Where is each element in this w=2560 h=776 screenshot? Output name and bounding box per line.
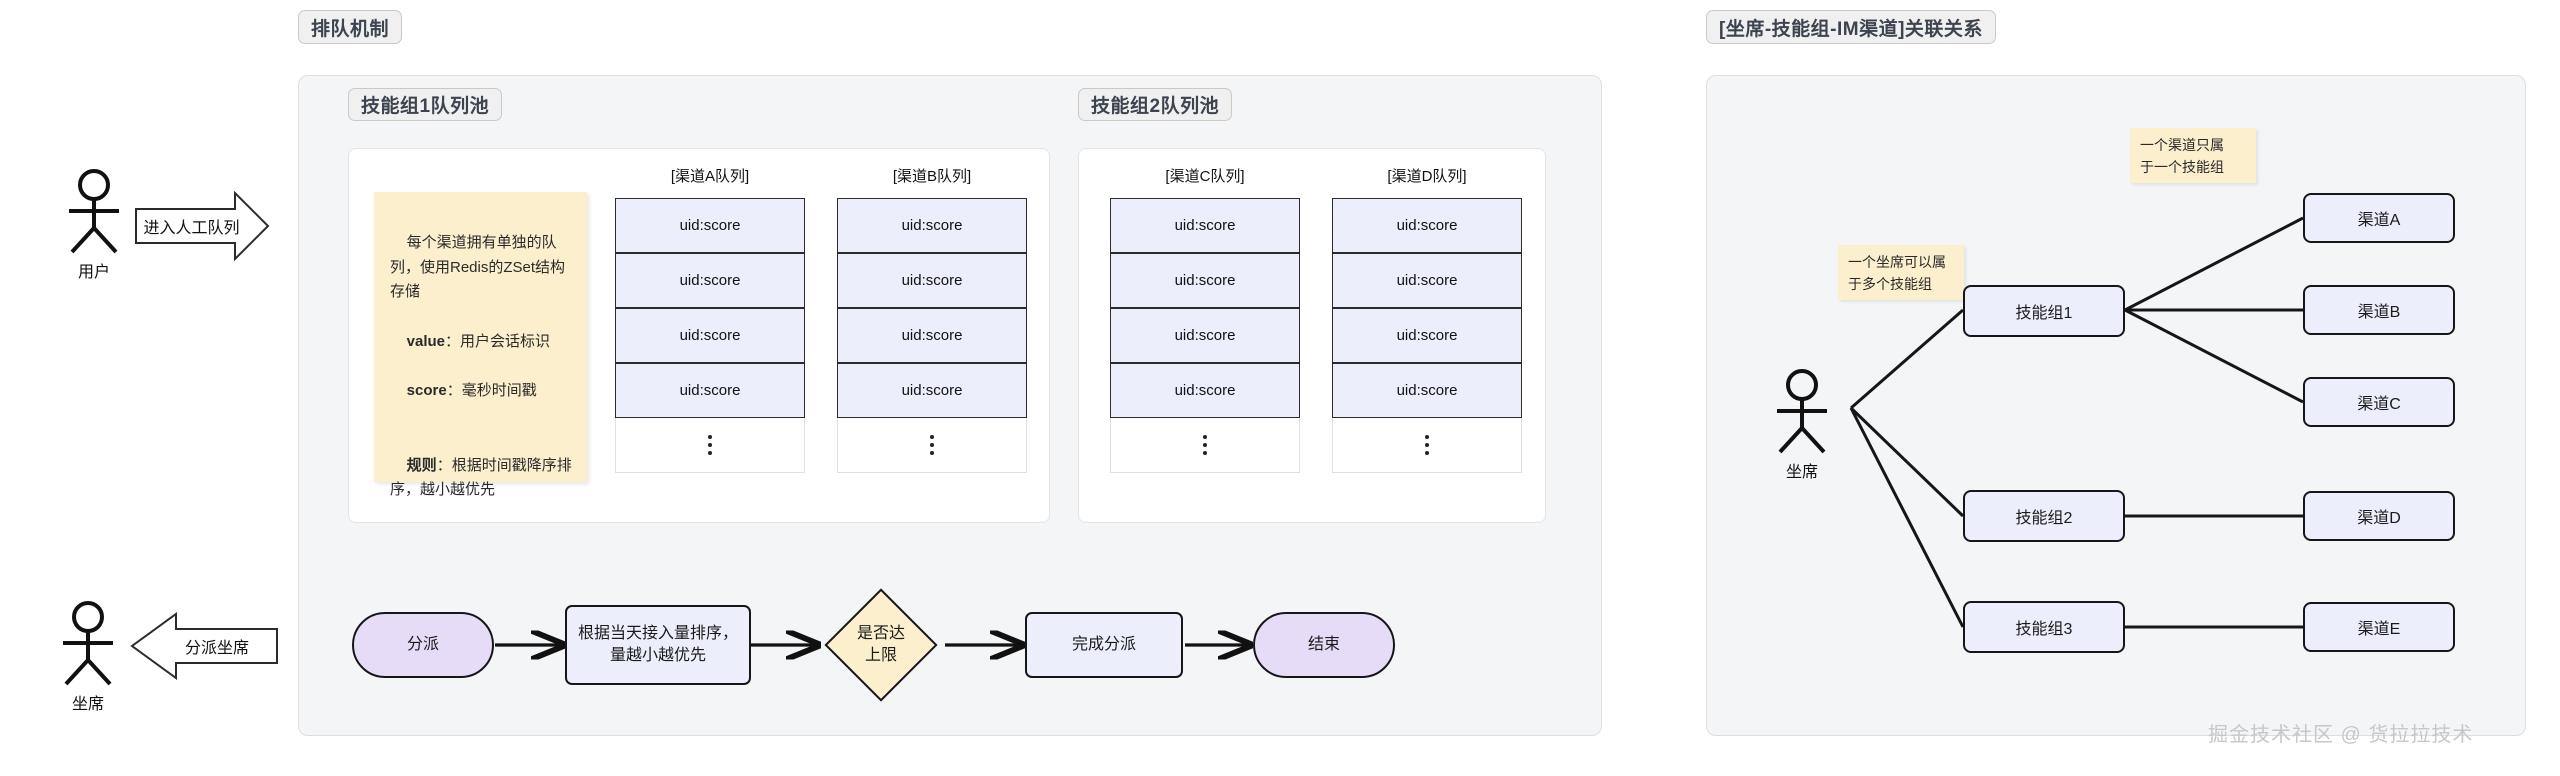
queue-note-rule-text: ：根据时间戳降序排序，越小越优先 [390, 456, 572, 499]
channel-e-box[interactable]: 渠道E [2303, 602, 2455, 652]
actor-user: 用户 [58, 168, 130, 281]
queue-column-channel-c: [渠道C队列] uid:score uid:score uid:score ui… [1110, 165, 1300, 485]
skill-group-1-box[interactable]: 技能组1 [1963, 285, 2125, 337]
note-channel-single-group: 一个渠道只属 于一个技能组 [2130, 128, 2256, 183]
arrow-right-icon [135, 190, 270, 262]
queue-cell: uid:score [1110, 198, 1300, 253]
flow-node-start[interactable]: 分派 [352, 612, 494, 678]
queue-cell: uid:score [615, 363, 805, 418]
queue-note-line1: 每个渠道拥有单独的队列，使用Redis的ZSet结构存储 [390, 233, 566, 301]
vertical-ellipsis-icon [930, 435, 934, 455]
right-panel-title: [坐席-技能组-IM渠道]关联关系 [1706, 10, 1996, 44]
block-arrow-assign-agent: 分派坐席 [130, 612, 278, 680]
actor-agent-left: 坐席 [52, 600, 124, 713]
actor-agent-right-label: 坐席 [1785, 464, 1818, 481]
actor-user-label: 用户 [77, 264, 110, 281]
queue-cell: uid:score [837, 253, 1027, 308]
queue-note-rule-label: 规则 [406, 456, 437, 474]
channel-c-box[interactable]: 渠道C [2303, 377, 2455, 427]
watermark: 掘金技术社区 @ 货拉拉技术 [2208, 724, 2474, 746]
actor-agent-left-label: 坐席 [71, 696, 104, 713]
queue-cell: uid:score [615, 308, 805, 363]
queue-note: 每个渠道拥有单独的队列，使用Redis的ZSet结构存储 value：用户会话标… [374, 192, 587, 498]
queue-column-channel-a: [渠道A队列] uid:score uid:score uid:score ui… [615, 165, 805, 485]
actor-agent-right: 坐席 [1766, 368, 1838, 481]
flow-node-sort[interactable]: 根据当天接入量排序，量越小越优先 [565, 605, 751, 685]
block-arrow-enter-queue: 进入人工队列 [135, 190, 270, 262]
flow-node-decision-label: 是否达上限 [815, 590, 947, 700]
vertical-ellipsis-icon [708, 435, 712, 455]
queue-cell: uid:score [837, 198, 1027, 253]
agent-stick-figure-icon [1777, 369, 1827, 454]
queue-column-channel-c-title: [渠道C队列] [1165, 168, 1245, 185]
left-panel-title: 排队机制 [298, 10, 403, 44]
user-stick-figure-icon [69, 169, 119, 254]
queue-ellipsis [1332, 418, 1522, 473]
queue-pool-2-title: 技能组2队列池 [1078, 88, 1233, 121]
queue-cell: uid:score [1332, 198, 1522, 253]
agent-stick-figure-icon [63, 601, 113, 686]
queue-cell: uid:score [837, 308, 1027, 363]
skill-group-3-box[interactable]: 技能组3 [1963, 601, 2125, 653]
queue-cell: uid:score [615, 198, 805, 253]
queue-cell: uid:score [1110, 363, 1300, 418]
queue-cell: uid:score [1332, 253, 1522, 308]
channel-d-box[interactable]: 渠道D [2303, 491, 2455, 541]
flow-node-end[interactable]: 结束 [1253, 612, 1395, 678]
queue-cell: uid:score [1110, 308, 1300, 363]
flow-node-sort-label: 根据当天接入量排序，量越小越优先 [577, 625, 738, 664]
queue-ellipsis [837, 418, 1027, 473]
queue-column-channel-a-title: [渠道A队列] [670, 168, 750, 185]
queue-pool-1-title: 技能组1队列池 [348, 88, 503, 121]
arrow-left-icon [130, 612, 278, 680]
queue-note-value-label: value [406, 332, 446, 350]
queue-column-channel-d: [渠道D队列] uid:score uid:score uid:score ui… [1332, 165, 1522, 485]
queue-note-value-text: ：用户会话标识 [445, 332, 551, 350]
queue-cell: uid:score [615, 253, 805, 308]
queue-note-score-label: score [406, 382, 447, 400]
skill-group-2-box[interactable]: 技能组2 [1963, 490, 2125, 542]
queue-ellipsis [615, 418, 805, 473]
queue-note-score-text: ：毫秒时间戳 [446, 382, 537, 400]
flow-node-decision[interactable]: 是否达上限 [815, 588, 947, 702]
queue-column-channel-b-title: [渠道B队列] [892, 168, 972, 185]
queue-cell: uid:score [1110, 253, 1300, 308]
channel-a-box[interactable]: 渠道A [2303, 193, 2455, 243]
vertical-ellipsis-icon [1203, 435, 1207, 455]
queue-column-channel-d-title: [渠道D队列] [1387, 168, 1467, 185]
flow-node-done[interactable]: 完成分派 [1025, 612, 1183, 678]
flow-node-decision-text: 是否达上限 [856, 625, 905, 664]
queue-column-channel-b: [渠道B队列] uid:score uid:score uid:score ui… [837, 165, 1027, 485]
queue-cell: uid:score [1332, 308, 1522, 363]
queue-ellipsis [1110, 418, 1300, 473]
vertical-ellipsis-icon [1425, 435, 1429, 455]
queue-cell: uid:score [1332, 363, 1522, 418]
queue-cell: uid:score [837, 363, 1027, 418]
note-agent-multi-groups: 一个坐席可以属 于多个技能组 [1838, 245, 1964, 300]
channel-b-box[interactable]: 渠道B [2303, 285, 2455, 335]
